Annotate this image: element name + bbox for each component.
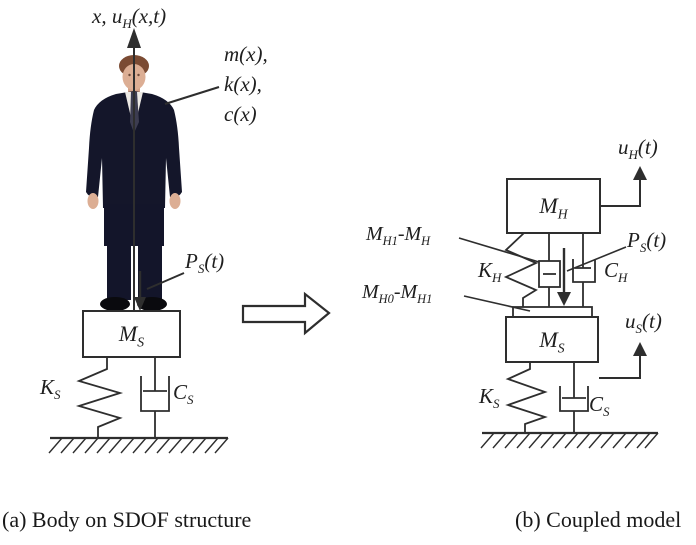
left-spring	[75, 357, 124, 438]
person-eye-left	[128, 73, 131, 77]
left-force-down-arrow-icon	[134, 271, 146, 311]
body-axis-up-arrow-icon	[127, 28, 141, 311]
us-up-arrow-icon	[599, 342, 647, 379]
mass-diff-top-label: MH1-MH	[366, 223, 431, 248]
right-stiffness-label: KS	[479, 384, 500, 412]
human-mass-label: MH	[539, 193, 568, 222]
right-force-label: PS(t)	[627, 228, 667, 256]
person-leg-left	[107, 244, 131, 300]
human-stiffness-label: KH	[478, 258, 502, 286]
human-displacement-label: uH(t)	[618, 135, 658, 163]
right-structure-mass-box	[505, 316, 599, 363]
left-ground	[48, 436, 229, 454]
left-force-leader-line	[146, 272, 185, 290]
person-hand-left	[87, 193, 99, 209]
mass-diff-bottom-leader-line	[463, 295, 531, 312]
person-shoe-left	[100, 297, 130, 311]
mass-diff-top-leader-line	[458, 237, 540, 263]
right-structure-spring	[505, 362, 548, 433]
human-mass-bar	[512, 306, 593, 318]
structure-displacement-label: uS(t)	[625, 309, 662, 337]
left-stiffness-label: KS	[40, 375, 61, 403]
mass-diff-bottom-label: MH0-MH1	[362, 281, 433, 306]
person-eye-right	[137, 73, 140, 77]
human-mass-diff-element	[538, 233, 561, 307]
left-structure-mass-label: MS	[118, 321, 145, 350]
transform-block-arrow-icon	[241, 291, 331, 336]
right-structure-damper	[559, 362, 589, 433]
caption-a: (a) Body on SDOF structure	[2, 507, 252, 532]
right-human-damper	[572, 233, 596, 307]
right-damping-label: CS	[589, 392, 610, 420]
right-force-leader-line	[566, 246, 627, 272]
right-human-spring	[503, 232, 539, 307]
right-structure-mass-label: MS	[539, 326, 565, 355]
distributed-params-label: m(x), k(x), c(x)	[224, 42, 268, 126]
uh-up-arrow-icon	[600, 166, 647, 207]
person-leg-right	[138, 244, 162, 300]
left-damper	[140, 357, 170, 438]
distributed-params-leader-line	[164, 85, 220, 106]
caption-b: (b) Coupled model	[515, 507, 682, 532]
right-ground	[480, 431, 659, 449]
left-structure-mass-box	[82, 310, 181, 358]
right-force-down-arrow-icon	[557, 248, 571, 306]
human-damping-label: CH	[604, 258, 628, 286]
left-force-label: PS(t)	[185, 249, 225, 277]
right-diagram	[458, 166, 659, 449]
left-diagram	[48, 28, 229, 454]
right-human-mass-box	[506, 178, 601, 234]
left-axis-label: x, uH(x,t)	[92, 4, 167, 32]
left-damping-label: CS	[173, 380, 194, 408]
person-hand-right	[169, 193, 181, 209]
